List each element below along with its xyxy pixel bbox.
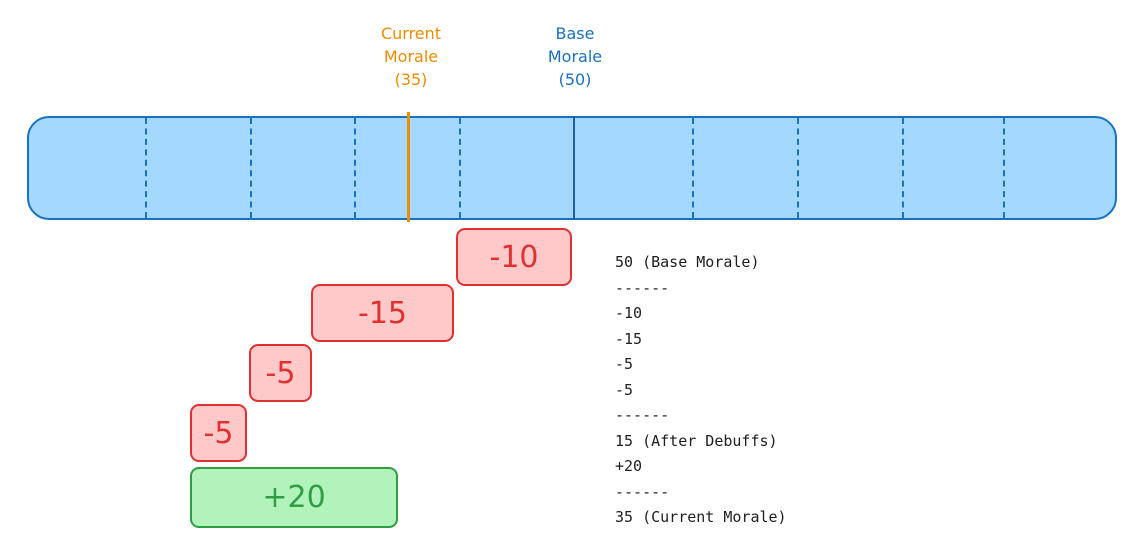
current-morale-label-line-3: (35) — [394, 70, 428, 89]
bar-tick — [902, 118, 904, 218]
bar-tick — [692, 118, 694, 218]
modifier-box-minus-5: -5 — [190, 404, 247, 462]
base-morale-label: Base Morale (50) — [520, 22, 630, 91]
bar-tick — [354, 118, 356, 218]
calculation-line: -10 — [615, 304, 643, 322]
modifier-box-minus-10: -10 — [456, 228, 572, 286]
calculation-separator: ------ — [615, 406, 670, 424]
bar-tick — [145, 118, 147, 218]
base-morale-label-line-3: (50) — [558, 70, 592, 89]
calculation-line: +20 — [615, 457, 643, 475]
modifier-box-plus-20: +20 — [190, 467, 398, 528]
calculation-separator: ------ — [615, 482, 670, 501]
bar-tick — [1003, 118, 1005, 218]
current-morale-line — [407, 112, 410, 222]
bar-tick — [250, 118, 252, 218]
calculation-line: 15 (After Debuffs) — [615, 431, 778, 450]
modifier-box-minus-5: -5 — [249, 344, 312, 402]
modifier-label: -15 — [358, 295, 407, 331]
morale-bar — [27, 112, 1117, 222]
calculation-line: 35 (Current Morale) — [615, 508, 787, 526]
calculation-list: 50 (Base Morale) ------ -10 -15 -5 -5 --… — [615, 250, 787, 531]
calculation-line: -15 — [615, 329, 643, 348]
current-morale-label-line-2: Morale — [383, 47, 439, 66]
current-morale-label: Current Morale (35) — [356, 22, 466, 91]
base-morale-label-line-2: Morale — [547, 47, 603, 66]
modifier-label: +20 — [262, 480, 326, 515]
base-morale-label-line-1: Base — [555, 24, 595, 43]
calculation-line: 50 (Base Morale) — [615, 253, 760, 271]
current-morale-label-line-1: Current — [380, 24, 442, 43]
bar-tick — [797, 118, 799, 218]
calculation-separator: ------ — [615, 278, 670, 297]
bar-tick — [459, 118, 461, 218]
base-morale-line — [573, 116, 575, 220]
modifier-label: -5 — [203, 415, 234, 451]
modifier-label: -10 — [489, 239, 539, 275]
modifier-label: -5 — [265, 355, 296, 391]
calculation-line: -5 — [615, 380, 634, 399]
calculation-line: -5 — [615, 355, 634, 373]
modifier-box-minus-15: -15 — [311, 284, 454, 342]
